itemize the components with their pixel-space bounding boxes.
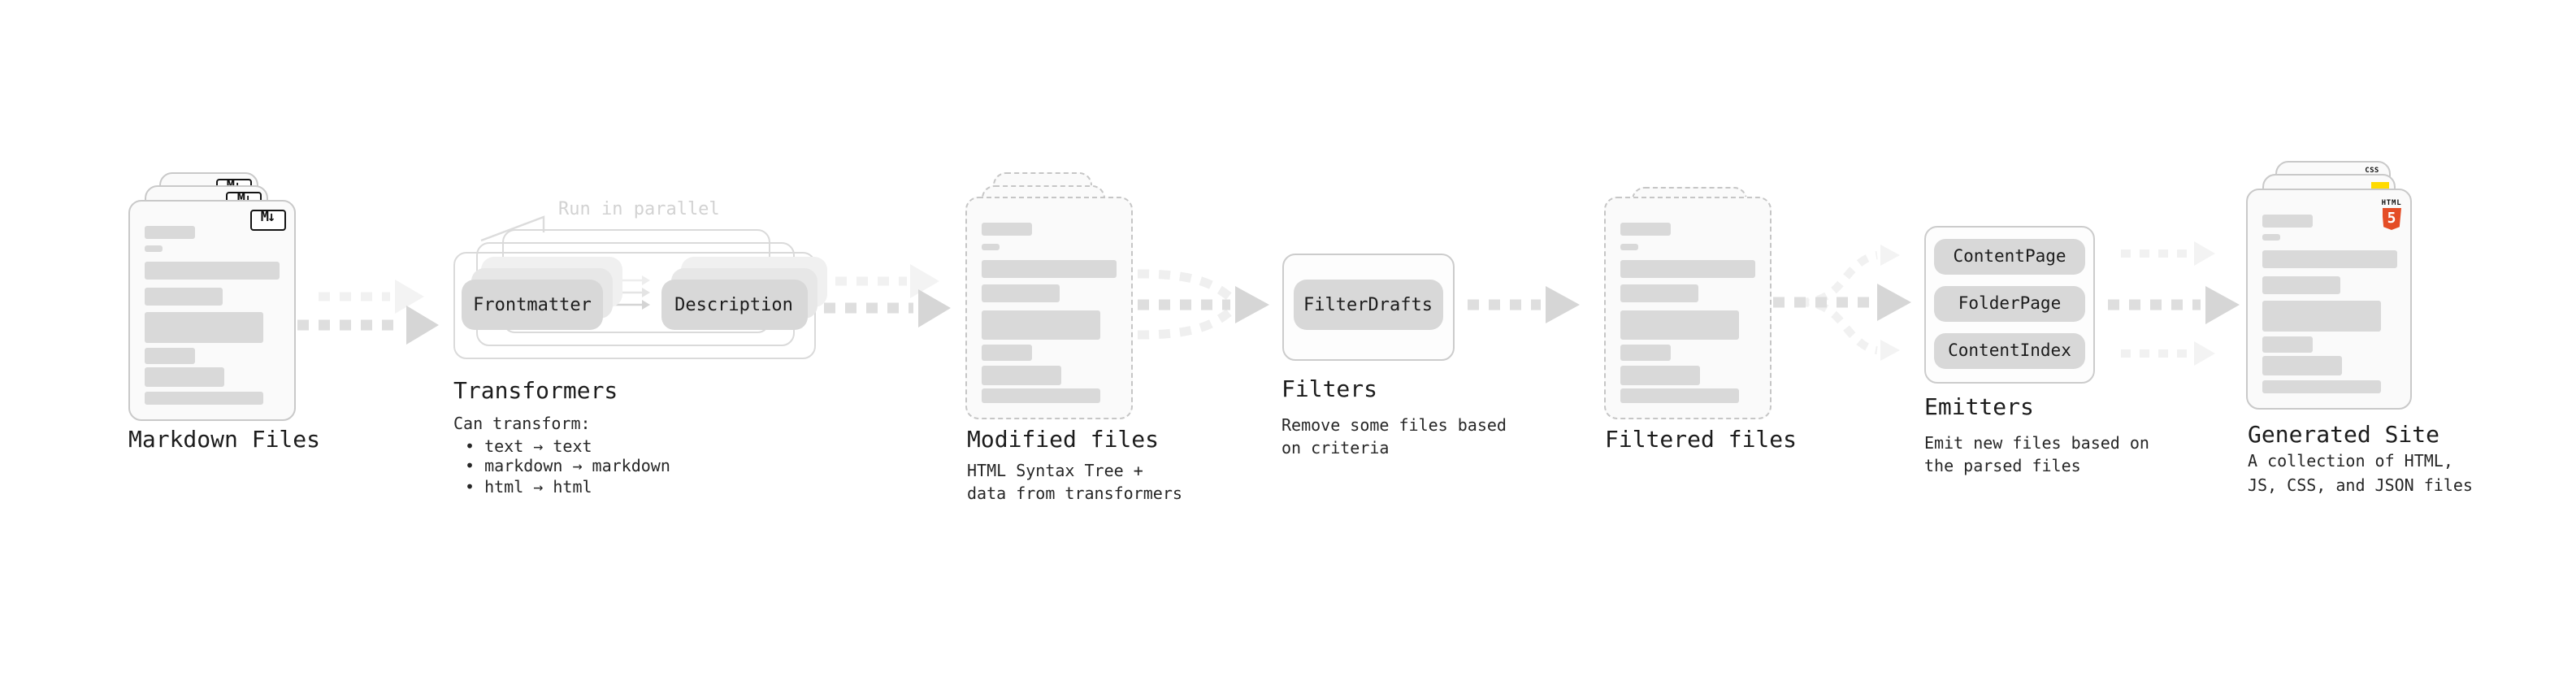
markdown-icon: M↓ bbox=[249, 209, 285, 230]
pill-contentpage: ContentPage bbox=[1934, 238, 2085, 274]
pill-folderpage: FolderPage bbox=[1934, 285, 2085, 321]
filters-description: Remove some files based on criteria bbox=[1281, 415, 1507, 462]
description-line: A collection of HTML, bbox=[2248, 453, 2453, 471]
file-card-front bbox=[1603, 197, 1772, 419]
arrow-filters-to-filtered bbox=[1468, 286, 1580, 323]
transformers-subtitle: Can transform: bbox=[453, 416, 591, 434]
description-line: Emit new files based on bbox=[1924, 435, 2149, 453]
stage-title-emitters: Emitters bbox=[1924, 395, 2034, 421]
arrow-modified-to-filters-merge bbox=[1137, 269, 1269, 340]
js-icon bbox=[2371, 181, 2389, 190]
arrow-emitters-to-generated bbox=[2108, 241, 2240, 366]
description-line: on criteria bbox=[1281, 440, 1390, 458]
pill-filterdrafts: FilterDrafts bbox=[1294, 279, 1442, 329]
arrow-markdown-to-transformers bbox=[297, 280, 439, 345]
description-line: data from transformers bbox=[967, 486, 1182, 504]
stage-title-generated-site: Generated Site bbox=[2248, 422, 2440, 448]
arrow-transformers-to-modified bbox=[824, 264, 951, 327]
file-card-front: HTML 5 bbox=[2246, 188, 2412, 410]
document-skeleton bbox=[2262, 214, 2397, 393]
file-card-front bbox=[965, 197, 1132, 419]
pill-description: Description bbox=[661, 279, 807, 329]
html5-icon-label: HTML bbox=[2381, 199, 2402, 207]
transformers-bullet-list: • text → text • markdown → markdown • ht… bbox=[465, 438, 670, 499]
stage-title-filtered-files: Filtered files bbox=[1605, 427, 1798, 453]
emitters-description: Emit new files based on the parsed files bbox=[1924, 433, 2149, 480]
css-icon-label: CSS bbox=[2365, 167, 2379, 176]
description-line: JS, CSS, and JSON files bbox=[2248, 477, 2473, 495]
stage-title-markdown-files: Markdown Files bbox=[128, 427, 321, 453]
modified-files-description: HTML Syntax Tree + data from transformer… bbox=[967, 461, 1182, 508]
stage-title-filters: Filters bbox=[1281, 377, 1378, 403]
bullet-item: • html → html bbox=[465, 479, 592, 497]
file-card-front: M↓ bbox=[128, 199, 295, 421]
description-line: HTML Syntax Tree + bbox=[967, 462, 1143, 480]
bullet-item: • markdown → markdown bbox=[465, 458, 670, 476]
arrow-filtered-to-emitters-fork bbox=[1773, 245, 1911, 361]
generated-site-description: A collection of HTML, JS, CSS, and JSON … bbox=[2248, 452, 2473, 499]
stage-title-modified-files: Modified files bbox=[967, 427, 1160, 453]
html5-icon: HTML 5 bbox=[2381, 199, 2402, 230]
run-in-parallel-label: Run in parallel bbox=[558, 197, 720, 219]
html5-icon-number: 5 bbox=[2387, 210, 2396, 228]
description-line: Remove some files based bbox=[1281, 417, 1507, 435]
bullet-item: • text → text bbox=[465, 438, 592, 456]
run-in-parallel-pointer-line bbox=[480, 215, 545, 242]
document-skeleton bbox=[145, 225, 280, 405]
description-line: the parsed files bbox=[1924, 458, 2081, 476]
document-skeleton bbox=[1620, 223, 1754, 402]
pill-contentindex: ContentIndex bbox=[1934, 332, 2085, 368]
stage-title-transformers: Transformers bbox=[453, 379, 618, 405]
document-skeleton bbox=[982, 223, 1117, 402]
pill-frontmatter: Frontmatter bbox=[462, 279, 603, 329]
